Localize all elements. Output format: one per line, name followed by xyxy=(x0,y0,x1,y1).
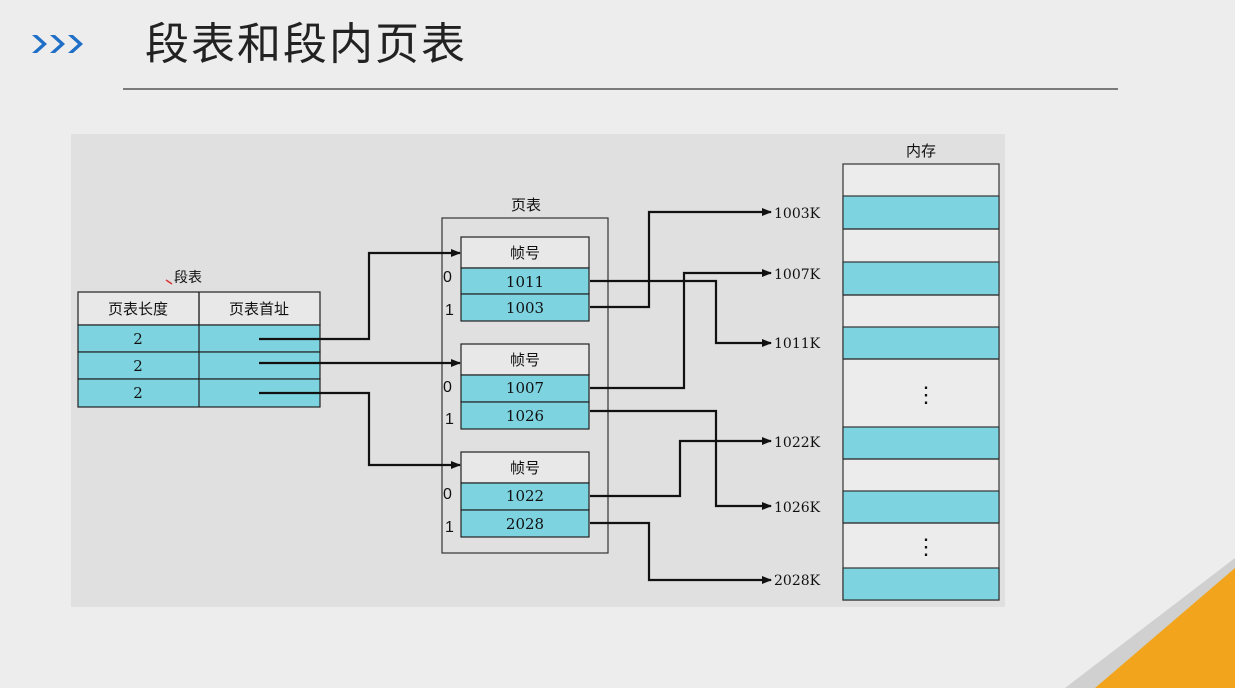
page-table-label: 页表 xyxy=(511,196,541,214)
memory-label: 内存 xyxy=(906,142,936,160)
page-row-index: 1 xyxy=(445,519,454,536)
memory-address: 1026K xyxy=(774,500,821,516)
page-frame-number: 1026 xyxy=(506,407,544,425)
page-row-index: 1 xyxy=(445,302,454,319)
page-group-header: 帧号 xyxy=(510,244,540,262)
page-frame-number: 1007 xyxy=(506,379,544,397)
memory-ellipsis: ⋮ xyxy=(915,383,937,408)
segment-page-diagram: 段表 页表长度 页表首址 0 1 2 2 2 2 页表 帧号 0 1 1011 xyxy=(56,134,1005,607)
red-tick-mark xyxy=(165,279,173,285)
chevrons-icon xyxy=(32,35,83,53)
page-group-header: 帧号 xyxy=(510,459,540,477)
memory-address: 1011K xyxy=(774,336,821,352)
segment-row-length: 2 xyxy=(133,357,143,375)
page-frame-number: 2028 xyxy=(506,515,544,533)
page-frame-number: 1003 xyxy=(506,299,544,317)
diagram-canvas: 段表 页表长度 页表首址 0 1 2 2 2 2 页表 帧号 0 1 1011 xyxy=(56,142,1000,601)
page-table-frame xyxy=(441,217,609,554)
segment-to-page-arrows xyxy=(259,249,461,469)
page-row-index: 0 xyxy=(443,269,452,286)
page-to-memory-arrows xyxy=(590,208,772,584)
page-frame-number: 1022 xyxy=(506,487,544,505)
page-table-group xyxy=(460,236,590,322)
memory-address: 2028K xyxy=(774,573,821,589)
page-group-header: 帧号 xyxy=(510,351,540,369)
segment-header-length: 页表长度 xyxy=(108,300,168,318)
page-row-index: 1 xyxy=(445,411,454,428)
memory-address: 1003K xyxy=(774,206,821,222)
segment-table-label: 段表 xyxy=(174,270,202,286)
corner-accent xyxy=(1065,558,1235,688)
memory-address: 1007K xyxy=(774,267,821,283)
slide-title: 段表和段内页表 xyxy=(145,19,467,70)
segment-row-length: 2 xyxy=(133,330,143,348)
segment-row-length: 2 xyxy=(133,384,143,402)
page-frame-number: 1011 xyxy=(506,273,544,291)
page-row-index: 0 xyxy=(443,486,452,503)
memory-ellipsis: ⋮ xyxy=(915,535,937,560)
segment-header-base: 页表首址 xyxy=(229,300,289,318)
memory-column xyxy=(842,163,1000,601)
page-table-group xyxy=(460,343,590,430)
title-divider xyxy=(123,88,1118,90)
page-row-index: 0 xyxy=(443,379,452,396)
page-table-group xyxy=(460,451,590,538)
memory-address: 1022K xyxy=(774,435,821,451)
